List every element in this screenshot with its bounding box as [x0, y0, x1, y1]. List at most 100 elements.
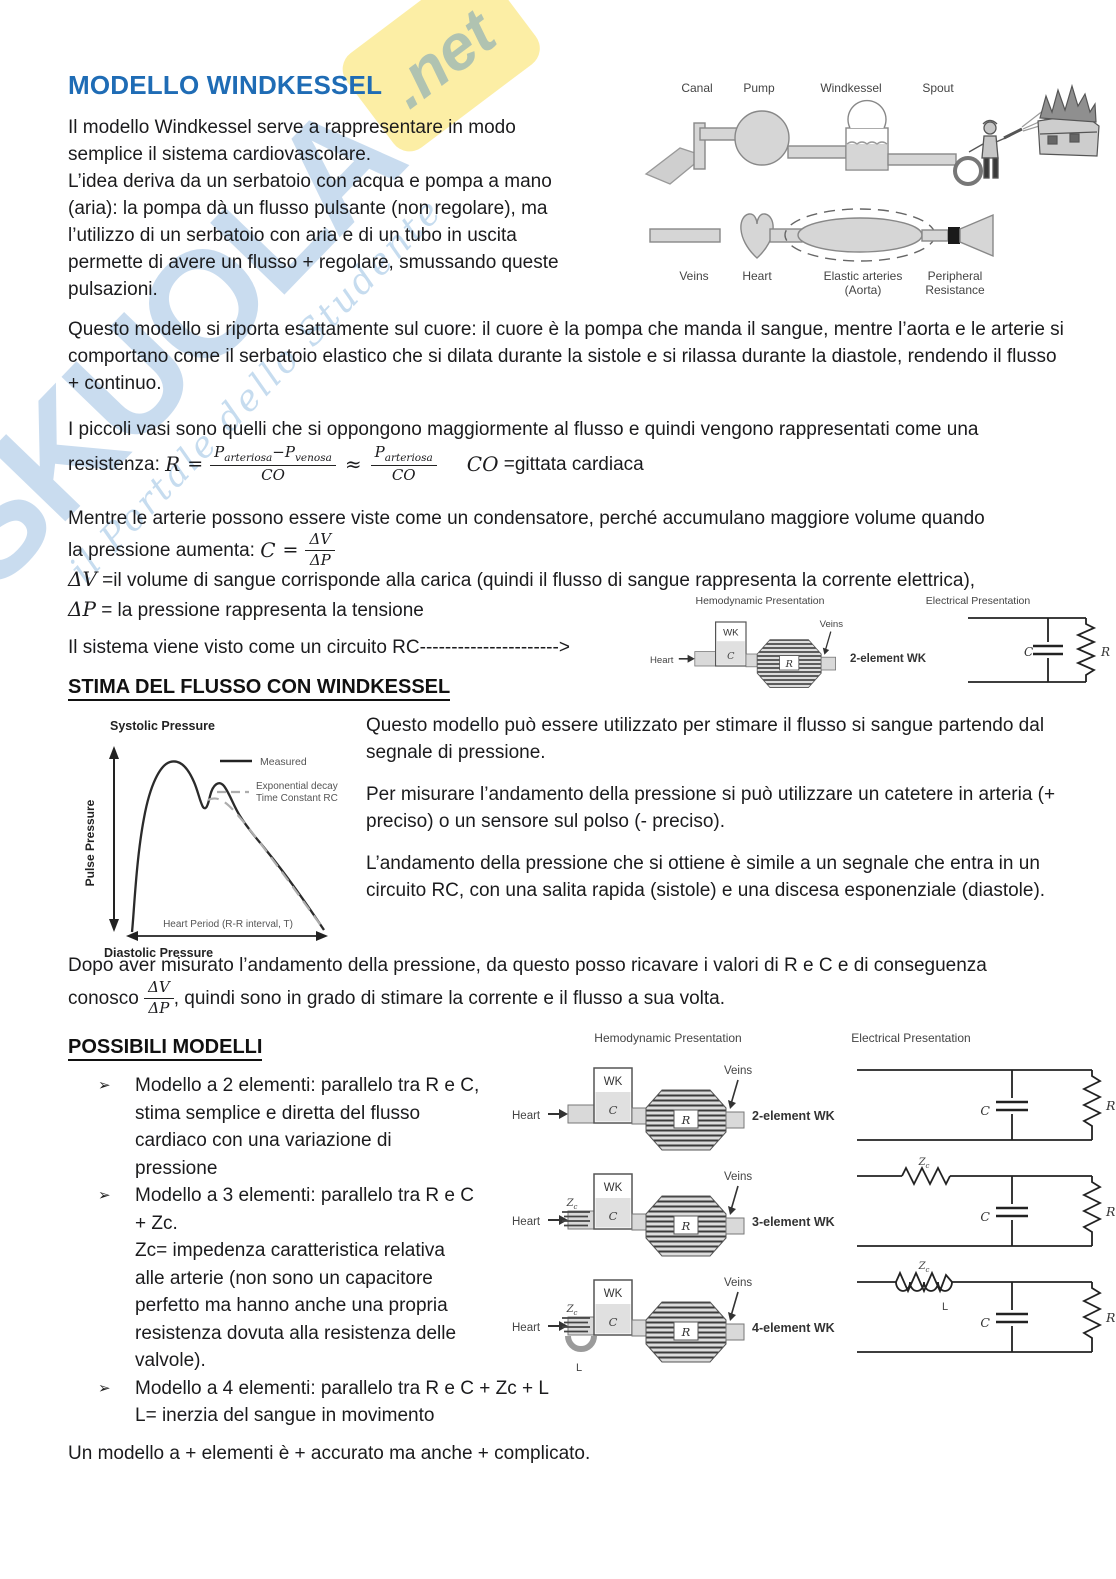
svg-text:C: C [980, 1103, 990, 1118]
chart-title: Systolic Pressure [110, 719, 215, 733]
bullet-arrow-icon: ➢ [98, 1379, 111, 1397]
c-fraction: ΔV ΔP [305, 531, 336, 569]
svg-text:WK: WK [604, 1288, 623, 1300]
house-window [1047, 135, 1058, 145]
svg-text:C: C [727, 651, 735, 662]
svg-text:Veins: Veins [724, 1065, 752, 1077]
svg-text:C: C [980, 1315, 990, 1330]
pump-chamber [734, 110, 790, 166]
peripheral-resistance-band [948, 227, 960, 244]
svg-text:Zc: Zc [566, 1198, 578, 1211]
capacitor-paragraph: Mentre le arterie possono essere viste c… [68, 508, 985, 529]
y-axis-arrow [109, 746, 119, 932]
intro-paragraph: Il modello Windkessel serve a rappresent… [68, 114, 590, 303]
svg-text:R: R [681, 1113, 691, 1127]
water-wave [846, 141, 888, 145]
svg-text:Heart: Heart [512, 1216, 541, 1228]
r-symbol: R [165, 451, 181, 476]
elec-title-small: Electrical Presentation [926, 595, 1031, 607]
windkessel-water [847, 144, 887, 169]
elec-title: Electrical Presentation [851, 1031, 970, 1045]
svg-text:C: C [609, 1103, 618, 1117]
svg-text:Heart: Heart [512, 1322, 541, 1334]
elastic-artery [797, 217, 923, 253]
svg-text:Veins: Veins [724, 1277, 752, 1289]
approx-sign: ≈ [344, 451, 362, 476]
list-item: ➢ Modello a 4 elementi: parallelo tra R … [98, 1375, 549, 1430]
stima-paragraphs: Questo modello può essere utilizzato per… [366, 712, 1066, 904]
heart-label: Heart [742, 269, 772, 283]
co-symbol: CO [466, 451, 499, 476]
c-symbol: C [260, 537, 276, 562]
windkessel-label: Windkessel [820, 81, 881, 95]
hemo-title: Hemodynamic Presentation [594, 1031, 741, 1045]
intro-line-2: L’idea deriva da un serbatoio con acqua … [68, 171, 559, 300]
canal-elbow [699, 127, 741, 141]
fireman-body [981, 135, 999, 159]
dv-dp-fraction: ΔV ΔP [144, 979, 174, 1017]
fireman-arm-left [968, 143, 984, 153]
bullet-arrow-icon: ➢ [98, 1187, 111, 1204]
chart-xlabel: Heart Period (R-R interval, T) [163, 919, 293, 930]
hemo-unit-small: Heart WK C R Veins [650, 619, 844, 689]
aorta-label: (Aorta) [845, 283, 882, 297]
outflow-trumpet [959, 213, 994, 258]
r-fraction-approx: Parteriosa CO [370, 443, 437, 484]
circuit-small: C R [968, 617, 1110, 683]
svg-text:Zc: Zc [566, 1304, 578, 1317]
house-window2 [1069, 133, 1080, 143]
svg-text:WK: WK [604, 1076, 623, 1088]
list-item: ➢ Modello a 2 elementi: parallelo tra R … [98, 1072, 549, 1182]
r-fraction-full: Parteriosa−Pvenosa CO [210, 443, 336, 484]
intro-line-1: Il modello Windkessel serve a rappresent… [68, 117, 516, 165]
stima-p3: L’andamento della pressione che si ottie… [366, 853, 1046, 901]
rc-circuit-line: Il sistema viene visto come un circuito … [68, 637, 570, 658]
model-row-4-element: Heart Zc L WK C R Veins 4-element WK Zc … [512, 1261, 1115, 1374]
fireman-leg2 [992, 157, 999, 179]
hose-nozzle [1003, 127, 1023, 140]
svg-text:L: L [942, 1301, 948, 1313]
row-label: 2-element WK [752, 1109, 835, 1123]
svg-text:L: L [576, 1362, 582, 1374]
distal-tube [921, 229, 949, 242]
dopo-line-2: conosco ΔV ΔP , quindi sono in grado di … [68, 978, 726, 1017]
row-label: 4-element WK [752, 1321, 835, 1335]
svg-text:C: C [609, 1209, 618, 1223]
dopo-line-1: Dopo aver misurato l’andamento della pre… [68, 955, 987, 976]
svg-text:R: R [681, 1325, 691, 1339]
pump-system-drawing [644, 99, 983, 186]
chart-bottom-label: Diastolic Pressure [104, 946, 213, 960]
heart-analogy-paragraph: Questo modello si riporta esattamente su… [68, 319, 1064, 394]
svg-text:R: R [681, 1219, 691, 1233]
heart-artery-drawing [649, 208, 994, 262]
chart-ylabel: Pulse Pressure [83, 799, 97, 886]
spout-label: Spout [922, 81, 954, 95]
legend-decay-label-2: Time Constant RC [256, 793, 338, 804]
decay-curve [207, 797, 323, 928]
stima-section-header: STIMA DEL FLUSSO CON WINDKESSEL [68, 676, 451, 701]
co-definition: =gittata cardiaca [503, 453, 644, 475]
fireman [968, 109, 1049, 179]
row-label: 3-element WK [752, 1215, 835, 1229]
svg-text:WK: WK [604, 1182, 623, 1194]
svg-text:R: R [1105, 1098, 1115, 1113]
rc-equivalence-figure: Hemodynamic Presentation Electrical Pres… [650, 595, 1110, 689]
fireman-leg [983, 157, 990, 179]
svg-text:WK: WK [723, 628, 739, 639]
heart-shape [740, 213, 774, 259]
hose-loop [953, 156, 983, 186]
svg-text:Veins: Veins [820, 619, 844, 630]
stima-p1: Questo modello può essere utilizzato per… [366, 715, 1045, 763]
fireman-helmet [982, 119, 998, 125]
svg-text:Zc: Zc [918, 1157, 930, 1170]
pump-label: Pump [743, 81, 775, 95]
resistance-formula: resistenza: R = Parteriosa−Pvenosa CO ≈ … [68, 440, 644, 488]
veins-label: Veins [679, 269, 708, 283]
model-row-2-element: Heart WK C R Veins 2-element WK C R [512, 1065, 1115, 1151]
x-axis-arrow [126, 931, 328, 941]
flames [1039, 83, 1097, 123]
delta-v-line: ΔV =il volume di sangue corrisponde alla… [68, 567, 976, 591]
svg-text:C: C [980, 1209, 990, 1224]
burning-house [1037, 83, 1100, 157]
